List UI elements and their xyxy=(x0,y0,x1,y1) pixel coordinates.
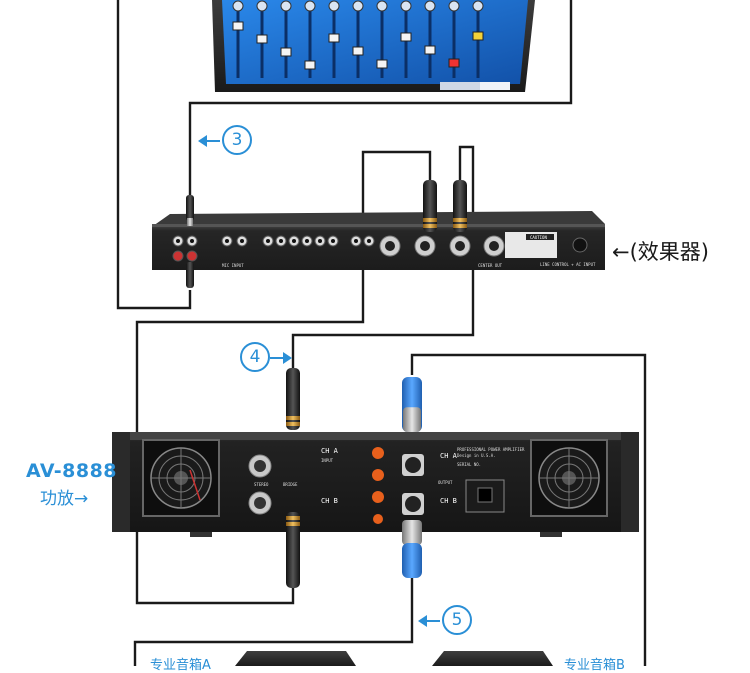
xlr-plug xyxy=(453,180,467,232)
amp-out-cha: CH A xyxy=(440,452,457,460)
xlr-plug xyxy=(286,512,300,588)
mixer-console xyxy=(212,0,535,92)
speakon-plug xyxy=(402,520,422,578)
amp-out-chb: CH B xyxy=(440,497,457,505)
step4-arrow xyxy=(270,352,292,364)
step5-badge: 5 xyxy=(442,605,472,635)
amp-cha-input: INPUT xyxy=(321,458,334,463)
speaker-b-cabinet xyxy=(432,651,553,666)
amp-serial-label: SERIAL NO. xyxy=(457,462,482,467)
step3-arrow xyxy=(198,135,220,147)
cable-mixer-to-fx xyxy=(116,0,192,310)
amp-stereo-label: STEREO xyxy=(254,482,269,487)
amp-title-label: PROFESSIONAL POWER AMPLIFIER xyxy=(457,447,525,452)
amp-xlr-inputs xyxy=(248,454,272,515)
fx-caution-label: CAUTION xyxy=(530,235,547,240)
fan-left xyxy=(142,439,220,517)
mixer-faders xyxy=(232,0,484,78)
fan-right xyxy=(530,439,608,517)
amp-caption-label: 功放→ xyxy=(40,489,89,509)
cable-amp-out-b xyxy=(133,578,414,666)
speakon-plug xyxy=(402,377,422,432)
power-amplifier xyxy=(112,432,639,537)
amp-output-label: OUTPUT xyxy=(438,480,453,485)
amp-chb-label: CH B xyxy=(321,497,338,505)
amp-binding-posts xyxy=(372,447,384,524)
cable-mixer-main-out xyxy=(188,0,573,205)
amp-model-label: AV-8888 xyxy=(26,460,118,482)
amp-speakon-outputs xyxy=(402,454,424,515)
fx-power-socket xyxy=(572,237,588,253)
step5-arrow xyxy=(418,615,440,627)
amp-design-label: Design in U.S.A. xyxy=(457,453,496,458)
speaker-a-label: 专业音箱A xyxy=(150,658,211,673)
fx-line-control-label: LINE CONTROL + AC INPUT xyxy=(540,262,596,267)
cables xyxy=(116,0,647,666)
fx-center-out-label: CENTER OUT xyxy=(478,263,503,268)
effects-unit xyxy=(152,211,605,270)
amp-cha-label: CH A xyxy=(321,447,338,455)
amp-bridge-label: BRIDGE xyxy=(283,482,298,487)
fx-mic-input-label: MIC INPUT xyxy=(222,263,244,268)
effects-unit-label: ←(效果器) xyxy=(612,240,709,264)
xlr-plug xyxy=(423,180,437,232)
cable-connectors xyxy=(186,180,467,588)
xlr-plug xyxy=(286,368,300,430)
speakers xyxy=(235,651,553,666)
speaker-b-label: 专业音箱B xyxy=(564,658,625,673)
fx-jacks xyxy=(172,235,505,262)
step4-badge: 4 xyxy=(240,342,270,372)
step3-badge: 3 xyxy=(222,125,252,155)
cable-amp-out-a xyxy=(410,353,647,666)
speaker-a-cabinet xyxy=(235,651,356,666)
cable-fx-to-amp-a xyxy=(361,150,432,238)
